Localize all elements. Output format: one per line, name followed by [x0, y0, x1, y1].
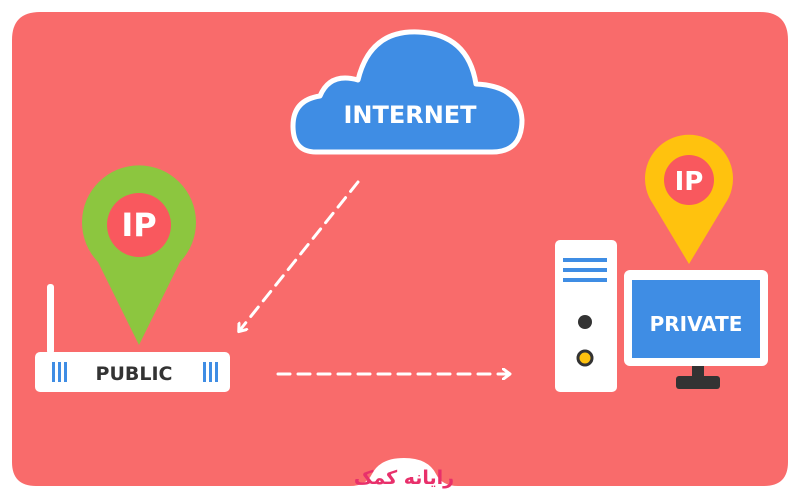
monitor-stand [692, 366, 704, 378]
monitor: PRIVATE [624, 270, 768, 389]
monitor-base [676, 376, 720, 389]
monitor-label: PRIVATE [650, 312, 743, 336]
server-power-dot [578, 315, 592, 329]
router-body [35, 352, 230, 392]
router: PUBLIC [35, 284, 230, 392]
server-status-dot [576, 349, 594, 367]
router-antenna [47, 284, 54, 354]
arrow-internet-to-public [240, 180, 360, 330]
router-label: PUBLIC [96, 363, 173, 385]
brand-logo: رایانه کمک [354, 467, 454, 489]
private-ip-pin: IP [645, 134, 734, 264]
public-ip-pin: IP [82, 165, 197, 345]
internet-cloud: INTERNET [290, 29, 525, 155]
private-ip-label: IP [675, 167, 704, 197]
public-ip-label: IP [121, 206, 156, 244]
internet-label: INTERNET [343, 101, 477, 129]
server-tower [555, 240, 617, 392]
monitor-screen [632, 280, 760, 358]
